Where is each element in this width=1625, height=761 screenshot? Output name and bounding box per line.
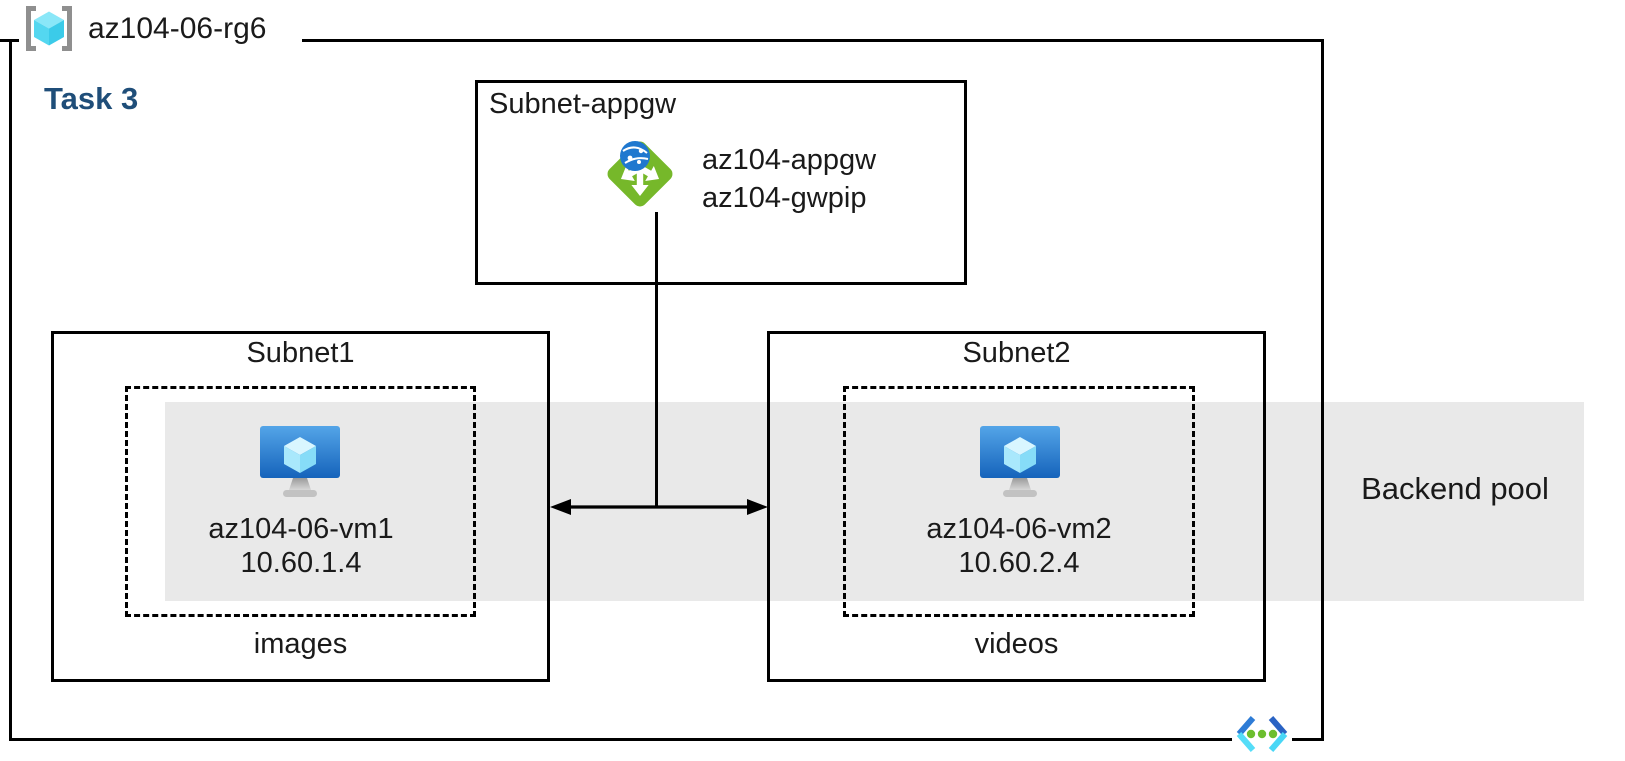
subnet1-box (51, 331, 550, 682)
resource-group-border-top (302, 39, 1324, 42)
resource-group-icon (26, 6, 72, 51)
virtual-machine-icon (980, 426, 1060, 497)
appgw-name-label: az104-appgw (702, 144, 877, 176)
backend-pool-label: Backend pool (1361, 471, 1549, 506)
subnet1-container-label: images (253, 628, 348, 660)
subnet1-vm-dashed-box (125, 386, 476, 617)
appgw-public-ip-label: az104-gwpip (702, 182, 867, 214)
virtual-network-icon (1236, 716, 1288, 752)
resource-group-border-left (9, 39, 12, 741)
application-gateway-icon (607, 141, 673, 207)
backend-pool-band (165, 402, 1584, 601)
subnet2-vm-dashed-box (843, 386, 1195, 617)
resource-group-border-bottom (9, 738, 1324, 741)
vm1-ip: 10.60.1.4 (240, 547, 362, 579)
appgw-subnet-title: Subnet-appgw (489, 88, 677, 120)
virtual-network-icon-wrap (1232, 709, 1292, 759)
task-label: Task 3 (44, 81, 139, 116)
vm2-name: az104-06-vm2 (926, 513, 1112, 545)
virtual-machine-icon (260, 426, 340, 497)
appgw-subnet-box (475, 80, 967, 285)
gateway-connector-line (655, 212, 658, 508)
subnet-connection-arrow (550, 499, 768, 515)
resource-group-name: az104-06-rg6 (88, 12, 267, 45)
vm2-ip: 10.60.2.4 (958, 547, 1080, 579)
subnet2-title: Subnet2 (962, 337, 1071, 369)
vm1-name: az104-06-vm1 (208, 513, 394, 545)
subnet1-title: Subnet1 (246, 337, 355, 369)
subnet2-box (767, 331, 1266, 682)
subnet2-container-label: videos (974, 628, 1059, 660)
resource-group-border-right (1321, 39, 1324, 741)
